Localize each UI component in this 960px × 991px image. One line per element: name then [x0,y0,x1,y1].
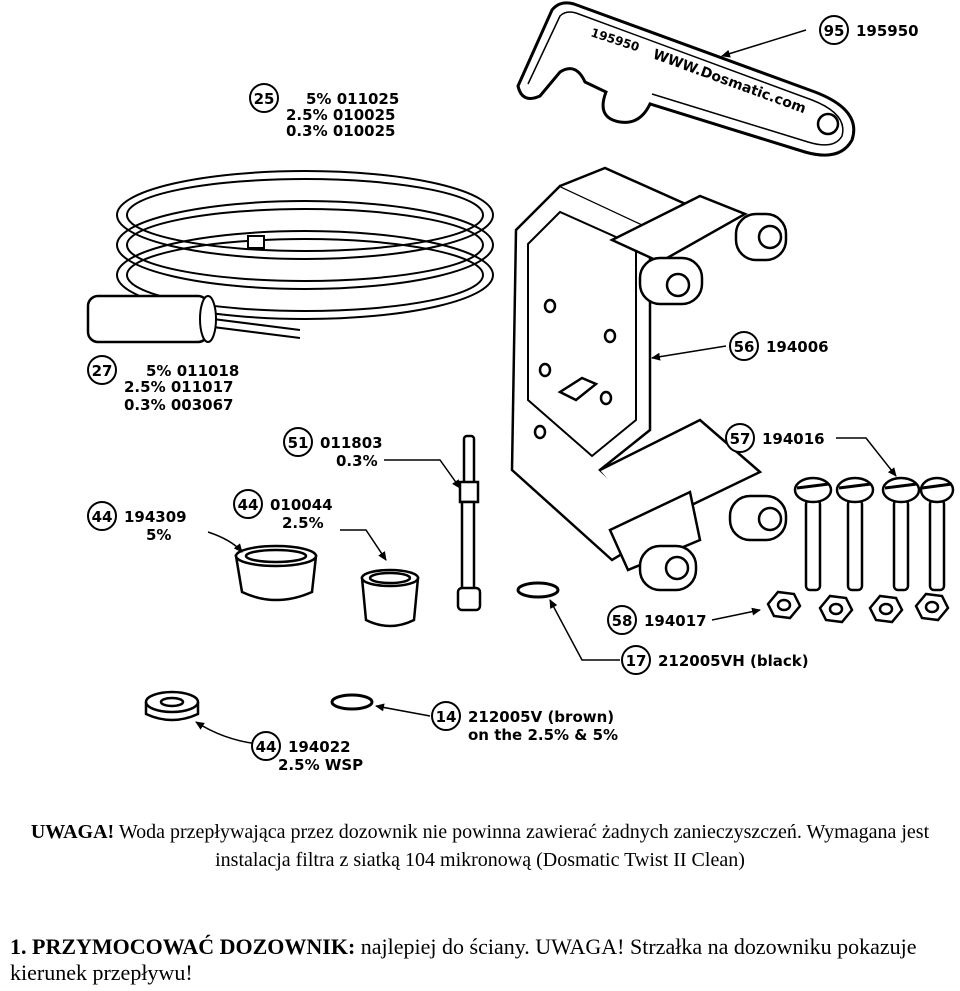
callout-27-number: 27 [92,362,113,380]
washer-wsp-illustration [144,690,200,722]
callout-27-line-2: 2.5% 011017 [124,378,233,396]
screws-illustration [793,476,955,592]
callout-17-line-1: 212005VH (black) [658,652,809,670]
injector-stem-illustration [456,434,482,612]
o-ring-brown-illustration [330,693,374,711]
callout-44b-number: 44 [238,496,259,514]
callout-14: 14 212005V (brown) on the 2.5% & 5% [431,701,618,744]
foot-filter-illustration [86,294,217,344]
callout-56-number: 56 [734,338,755,356]
callout-95-number: 95 [824,22,845,40]
callout-56-line-1: 194006 [766,338,829,356]
callout-57-number: 57 [730,430,751,448]
warning-text: Woda przepływająca przez dozownik nie po… [114,821,930,871]
callout-57: 57 194016 [725,423,825,453]
callout-44-washer: 44 194022 2.5% WSP [251,731,363,774]
callout-25-number: 25 [254,90,275,108]
tubing-coil-illustration [116,170,494,339]
callout-44c-line-1: 194022 [288,738,351,756]
callout-14-number: 14 [436,708,457,726]
callout-57-line-1: 194016 [762,430,825,448]
callout-51-line-2: 0.3% [336,452,378,470]
callout-25-line-1: 5% 011025 [306,90,399,108]
callout-25-line-3: 0.3% 010025 [286,122,395,140]
callout-27: 27 5% 011018 2.5% 011017 0.3% 003067 [87,355,239,414]
callout-58-line-1: 194017 [644,612,707,630]
callout-58-number: 58 [612,612,633,630]
callout-44c-line-2: 2.5% WSP [278,756,363,774]
instruction-step-1: 1. PRZYMOCOWAĆ DOZOWNIK: najlepiej do śc… [10,934,950,986]
callout-25: 25 5% 011025 2.5% 010025 0.3% 010025 [249,83,399,140]
callout-44b-line-1: 010044 [270,496,333,514]
callout-44a-line-2: 5% [146,526,171,544]
callout-51-number: 51 [288,434,309,452]
callout-17: 17 212005VH (black) [621,645,809,675]
mounting-bracket-illustration [510,166,788,592]
parts-diagram: 195950 WWW.Dosmatic.com [86,1,955,774]
warning-lead: UWAGA! [30,821,115,843]
callout-58: 58 194017 [607,605,707,635]
callout-14-line-2: on the 2.5% & 5% [468,726,618,744]
callout-56: 56 194006 [729,331,829,361]
seal-cup-large-illustration [234,544,318,602]
warning-note: UWAGA! Woda przepływająca przez dozownik… [0,818,960,874]
callout-25-line-2: 2.5% 010025 [286,106,395,124]
callout-44-cup-small: 44 010044 2.5% [233,489,333,532]
callout-27-line-1: 5% 011018 [146,362,239,380]
callout-44c-number: 44 [256,738,277,756]
nuts-illustration [766,590,950,624]
callout-95: 95 195950 [819,15,919,45]
step-body: najlepiej do ściany. UWAGA! Strzałka na … [10,934,917,985]
callout-95-line-1: 195950 [856,22,919,40]
callout-44a-number: 44 [92,508,113,526]
callout-51-line-1: 011803 [320,434,383,452]
callout-27-line-3: 0.3% 003067 [124,396,233,414]
wrench-illustration: 195950 WWW.Dosmatic.com [516,1,856,157]
step-heading: PRZYMOCOWAĆ DOZOWNIK: [32,934,356,959]
callout-51: 51 011803 0.3% [283,427,383,470]
o-ring-black-illustration [516,581,560,599]
callout-44b-line-2: 2.5% [282,514,324,532]
callout-14-line-1: 212005V (brown) [468,708,614,726]
callout-44a-line-1: 194309 [124,508,187,526]
step-number: 1. [10,934,27,959]
seal-cup-small-illustration [360,568,420,628]
callout-44-cup-large: 44 194309 5% [87,501,187,544]
callout-17-number: 17 [626,652,647,670]
